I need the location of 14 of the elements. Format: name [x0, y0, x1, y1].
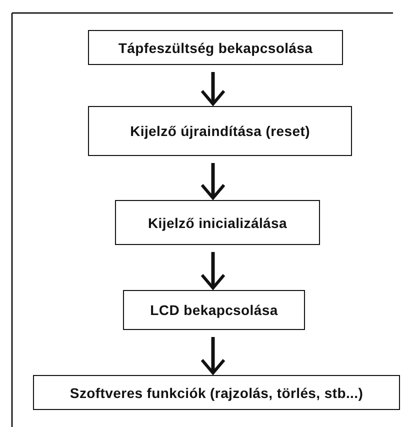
process-box	[88, 30, 343, 65]
step-label: Kijelző inicializálása	[148, 214, 287, 230]
process-box	[33, 375, 400, 410]
arrow	[200, 337, 226, 374]
arrow	[200, 252, 226, 290]
process-box	[115, 200, 320, 245]
step-label: Szoftveres funkciók (rajzolás, törlés, stb...)	[70, 384, 364, 400]
step-label: Kijelző újraindítása (reset)	[130, 123, 310, 139]
step-label: Tápfeszültség bekapcsolása	[118, 40, 313, 56]
process-box	[123, 290, 305, 330]
step-label: LCD bekapcsolása	[150, 302, 278, 318]
process-box	[88, 106, 352, 156]
arrow	[200, 163, 226, 200]
arrow	[200, 72, 226, 106]
